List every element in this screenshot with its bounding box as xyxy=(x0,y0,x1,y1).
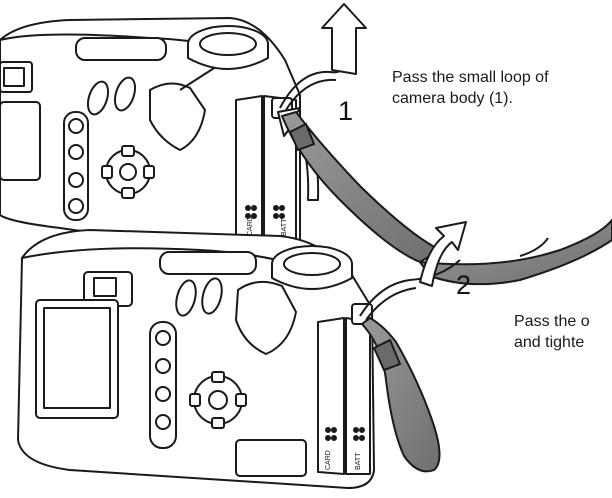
step-2-caption-line-1: Pass the o xyxy=(514,313,590,330)
camera-top-view-2 xyxy=(17,229,375,489)
camera-top-view-1 xyxy=(0,17,301,260)
batt-label-bottom: BATT xyxy=(355,452,362,470)
up-arrow-icon xyxy=(321,3,367,75)
card-label-bottom: CARD xyxy=(325,450,332,470)
step-1-caption-line-1: Pass the small loop of xyxy=(392,69,549,86)
strap-small-loop-2 xyxy=(359,259,461,321)
batt-label-top: BATT xyxy=(281,218,288,236)
card-label-top: CARD xyxy=(247,216,254,236)
strap-icon xyxy=(360,316,441,473)
step-1-caption-line-2: camera body (1). xyxy=(392,90,513,107)
step-2-caption-line-2: and tighte xyxy=(514,334,585,351)
step-1-caption: Pass the small loop of camera body (1). xyxy=(392,67,549,109)
curved-arrow-icon xyxy=(419,221,467,287)
step-number-1: 1 xyxy=(338,96,354,126)
step-number-2: 2 xyxy=(456,270,472,300)
step-2-caption: Pass the o and tighte xyxy=(514,311,590,353)
